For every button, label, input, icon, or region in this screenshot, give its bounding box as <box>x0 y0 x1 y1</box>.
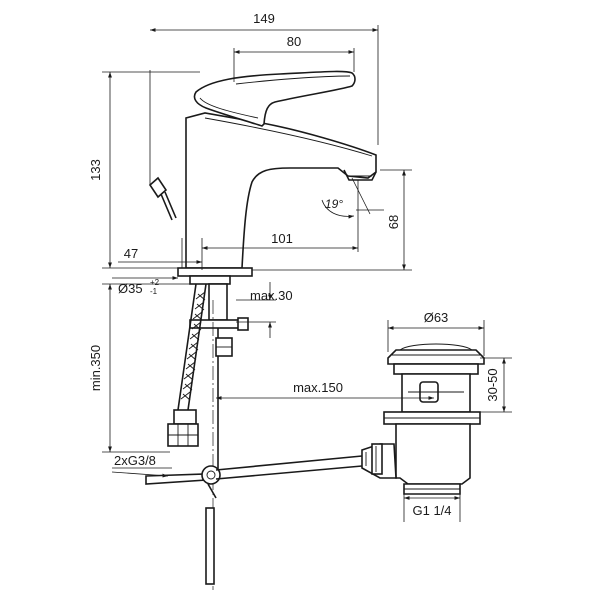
linkage-rod <box>145 455 363 499</box>
lower-rod <box>205 507 215 585</box>
dim-height-total: 133 <box>88 159 103 181</box>
dimension-labels: 149 80 133 68 101 47 19° Ø35 +2 -1 max.3… <box>88 11 500 518</box>
dim-drain-reach: max.150 <box>293 380 343 395</box>
dim-height-outlet: 68 <box>386 215 401 229</box>
popup-waste <box>361 343 485 495</box>
dim-hole-tol-minus: -1 <box>150 287 158 296</box>
dim-width-spout: 80 <box>287 34 301 49</box>
popup-rod <box>148 176 177 221</box>
dim-offset-rear: 47 <box>124 246 138 261</box>
dim-hose-length: min.350 <box>88 345 103 391</box>
dim-reach: 101 <box>271 231 293 246</box>
dim-hole-tol-plus: +2 <box>150 278 160 287</box>
deck-base <box>177 267 253 470</box>
dim-waste-height: 30-50 <box>485 368 500 401</box>
dim-waste-diameter: Ø63 <box>424 310 449 325</box>
dim-width-total: 149 <box>253 11 275 26</box>
dim-deck-thickness: max.30 <box>250 288 293 303</box>
dim-hose-connection: 2xG3/8 <box>114 453 156 468</box>
dim-outlet-angle: 19° <box>325 197 343 211</box>
dim-waste-thread: G1 1/4 <box>412 503 451 518</box>
dim-hole-diameter: Ø35 <box>118 281 143 296</box>
dimension-lines <box>102 25 512 522</box>
faucet-body <box>185 112 377 269</box>
braided-hose <box>167 283 207 447</box>
lever-handle <box>193 70 356 127</box>
